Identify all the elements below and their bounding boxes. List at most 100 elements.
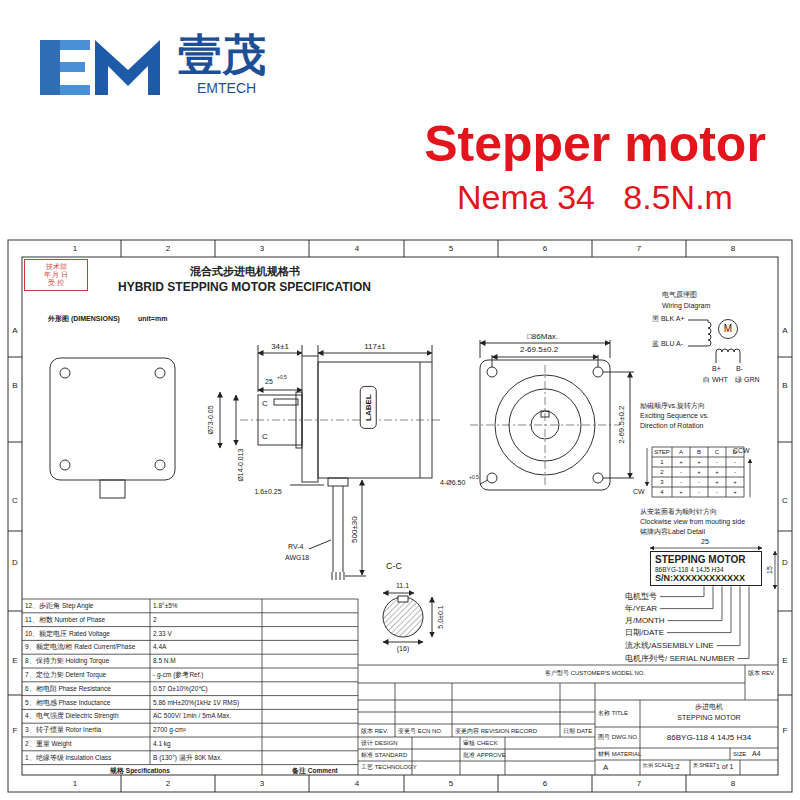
- sheet-title: 混合式步进电机规格书: [190, 265, 300, 278]
- dimension: 25: [701, 538, 709, 546]
- title-block-cell: STEPPING MOTOR: [677, 714, 740, 722]
- node-text: STEPPING MOTOR: [655, 554, 757, 566]
- side-view: [220, 345, 440, 580]
- subtitle: Nema 34 8.5N.m: [457, 178, 733, 217]
- tolerance: +0.5: [469, 475, 479, 481]
- spec-item: 9、额定电流/相 Rated Current/Phase: [25, 643, 135, 650]
- callout-label: 年/YEAR: [625, 604, 657, 613]
- table-cell: -: [716, 489, 718, 496]
- grid-number: 1: [73, 779, 77, 788]
- grid-letter: B: [12, 381, 17, 390]
- dimension: 11.1: [396, 582, 409, 590]
- table-footer: 规格 Specifications: [110, 767, 170, 774]
- grid-letter: B: [782, 381, 787, 390]
- leader-line: [668, 586, 722, 620]
- dimension: Ø73-0.05: [207, 405, 215, 434]
- front-view-left: [50, 358, 175, 498]
- table-header: D: [733, 449, 737, 456]
- rotation-label: CW: [633, 488, 645, 496]
- note: 从安装面看为顺时针方向: [640, 508, 717, 516]
- leader-line: [660, 586, 713, 608]
- dimension: (16): [397, 645, 409, 653]
- pin-name: B-: [736, 365, 743, 373]
- brand-latin: EMTECH: [197, 80, 256, 96]
- table-header: STEP: [654, 449, 670, 456]
- section-mark: C: [262, 399, 268, 408]
- cable-spec: AWG18: [285, 554, 309, 562]
- node-text: M: [724, 323, 732, 335]
- title-block-cell: 页 SHEET: [693, 763, 716, 769]
- nameplate-box: STEPPING MOTOR86BYG-118 4 14J5 H34S/N:XX…: [650, 551, 762, 586]
- title-block-cell: 工艺 TECHNOLOGY: [361, 764, 417, 771]
- table-cell: +: [733, 479, 737, 486]
- table-header: C: [715, 449, 719, 456]
- spec-item: 7、定位力矩 Detent Torque: [25, 671, 106, 678]
- title-block-cell: 名称 TITLE: [598, 710, 628, 717]
- title-block-cell: 材料 MATERIAL: [598, 751, 641, 758]
- spec-value: 5.86 mH±20%(1kHz 1V RMS): [153, 699, 239, 706]
- title-block-cell: 日期 DATE: [563, 728, 592, 735]
- grid-number: 3: [260, 244, 264, 253]
- leader-line: [667, 586, 731, 632]
- title-block-cell: 1:2: [670, 763, 680, 771]
- wire-name: 白 WHT: [703, 376, 728, 384]
- table-cell: -: [734, 459, 736, 466]
- logo: [40, 40, 160, 95]
- node-text: LABEL: [363, 395, 372, 422]
- title-block-cell: 标准 STANDARD: [361, 752, 407, 759]
- dimension: 5.0±0.1: [437, 605, 445, 628]
- section-heading: 电气原理图: [662, 291, 697, 299]
- title-block-cell: A: [603, 763, 608, 772]
- spec-item: 8、保持力矩 Holding Torque: [25, 657, 109, 664]
- unit-note: unit=mm: [138, 315, 167, 323]
- front-view-right: [470, 340, 634, 490]
- grid-number: 6: [543, 779, 547, 788]
- title-block-cell: A4: [752, 750, 761, 758]
- grid-letter: F: [13, 726, 18, 735]
- title-block: [358, 665, 778, 775]
- dimension: 500±30: [349, 517, 358, 544]
- title-block-cell: 客户型号 CUSTOMER'S MODEL NO.: [545, 670, 645, 677]
- dimension: 1.6±0.25: [254, 488, 281, 496]
- node-text: 受 控: [27, 279, 85, 287]
- table-cell: +: [697, 469, 701, 476]
- spec-value: 2700 g-cm²: [153, 726, 186, 733]
- table-cell: -: [698, 489, 700, 496]
- cable-spec: RV-4: [288, 543, 303, 551]
- dimension: □86Max.: [527, 332, 558, 341]
- wire-name: 黑 BLK A+: [652, 315, 685, 323]
- spec-item: 12、步距角 Step Angle: [25, 602, 93, 609]
- grid-letter: C: [12, 496, 18, 505]
- tolerance: +0.5: [277, 375, 287, 381]
- table-cell: +: [697, 459, 701, 466]
- grid-number: 2: [166, 244, 170, 253]
- section-heading: Wiring Diagram: [662, 302, 710, 310]
- spec-value: B (130°) 温升 80K Max.: [153, 754, 222, 761]
- spec-table: [22, 599, 358, 775]
- spec-item: 4、电气强度 Dielectric Strength: [25, 712, 119, 719]
- spec-value: - g-cm (参考Ref.): [153, 671, 203, 678]
- title-block-cell: 变更号 ECN NO.: [398, 728, 443, 735]
- section-heading: 励磁顺序vs.旋转方向: [640, 402, 705, 410]
- leader-line: [717, 586, 740, 645]
- step-table: [647, 447, 750, 497]
- label-dimensions: [650, 548, 775, 589]
- table-footer: 备注 Comment: [292, 767, 338, 774]
- title-block-cell: 变更内容 REVISION RECORD: [455, 728, 537, 735]
- grid-number: 7: [637, 244, 641, 253]
- section-mark: C: [262, 432, 268, 441]
- table-header: B: [697, 449, 701, 456]
- wiring-symbol: [688, 320, 740, 363]
- spec-item: 11、相数 Number of Phase: [25, 616, 105, 623]
- spec-item: 2、重量 Weight: [25, 740, 72, 747]
- leader-line: [738, 586, 750, 658]
- spec-value: 4.1 kg: [153, 740, 171, 747]
- spec-item: 6、相电阻 Phase Resistance: [25, 685, 111, 692]
- callout-label: 流水线/ASSEMBLY LINE: [625, 641, 714, 650]
- grid-number: 2: [166, 779, 170, 788]
- spec-item: 1、绝缘等级 Insulation Class: [25, 754, 111, 761]
- leader-line: [660, 586, 704, 596]
- heading: Stepper motor: [424, 116, 766, 174]
- section-heading: 外形图 (DIMENSIONS): [48, 315, 120, 323]
- title-block-cell: 版本 REV.: [748, 670, 775, 677]
